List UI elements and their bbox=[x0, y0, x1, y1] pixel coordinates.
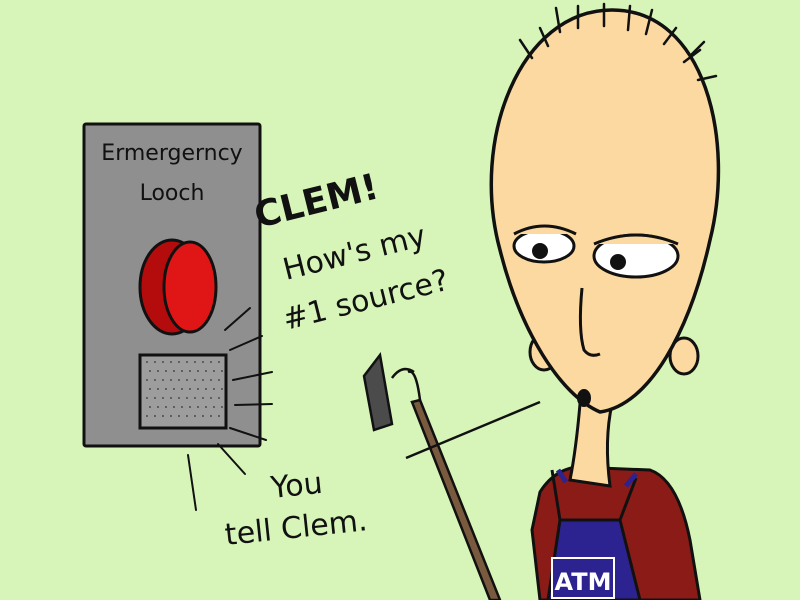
poker-blade bbox=[362, 351, 394, 432]
grille-dot bbox=[181, 406, 183, 408]
reply-line-1: You bbox=[268, 466, 324, 506]
grille-dot bbox=[210, 397, 212, 399]
nose bbox=[578, 287, 601, 357]
grille-dot bbox=[202, 361, 204, 363]
speaker-grille-icon bbox=[138, 353, 228, 430]
grille-dot bbox=[186, 379, 188, 381]
sound-wave-lines bbox=[187, 307, 273, 511]
grille-dot bbox=[178, 361, 180, 363]
grille-dot bbox=[189, 388, 191, 390]
apron-logo bbox=[551, 557, 615, 599]
grille-dot bbox=[189, 370, 191, 372]
grille-dot bbox=[165, 370, 167, 372]
grille-dot bbox=[149, 370, 151, 372]
grille-dot bbox=[146, 415, 148, 417]
grille-dot bbox=[197, 388, 199, 390]
mouth bbox=[577, 389, 591, 407]
grille-dot bbox=[210, 361, 212, 363]
grille-dot bbox=[194, 397, 196, 399]
grille-dot bbox=[154, 415, 156, 417]
grille-dot bbox=[165, 406, 167, 408]
grille-dot bbox=[181, 370, 183, 372]
speech-text: CLEM! How's my #1 source? bbox=[250, 166, 452, 337]
grille-dot bbox=[189, 406, 191, 408]
red-emergency-button[interactable] bbox=[138, 238, 218, 336]
panel-label-line1: Ermergerncy bbox=[101, 141, 242, 166]
grille-dot bbox=[205, 406, 207, 408]
grille-dot bbox=[146, 361, 148, 363]
grille-dot bbox=[194, 379, 196, 381]
grille-dot bbox=[157, 406, 159, 408]
grille-dot bbox=[146, 397, 148, 399]
grille-dot bbox=[149, 406, 151, 408]
left-eye bbox=[512, 224, 577, 264]
panel-label-line2: Looch bbox=[140, 181, 205, 206]
grille-dot bbox=[173, 370, 175, 372]
grille-dot bbox=[186, 361, 188, 363]
speech-line-1: CLEM! bbox=[250, 166, 382, 236]
trash-poker-stick bbox=[362, 351, 541, 600]
grille-dot bbox=[194, 361, 196, 363]
grille-dot bbox=[162, 361, 164, 363]
grille-dot bbox=[221, 388, 223, 390]
grille-dot bbox=[154, 397, 156, 399]
grille-dot bbox=[157, 388, 159, 390]
grille-dot bbox=[197, 370, 199, 372]
grille-dot bbox=[221, 406, 223, 408]
grille-dot bbox=[218, 361, 220, 363]
grille-dot bbox=[170, 379, 172, 381]
grille-dot bbox=[173, 406, 175, 408]
grille-dot bbox=[210, 379, 212, 381]
grille-dot bbox=[162, 415, 164, 417]
head bbox=[489, 8, 721, 414]
grille-dot bbox=[221, 370, 223, 372]
grille-dot bbox=[213, 406, 215, 408]
grille-dot bbox=[178, 379, 180, 381]
grille-dot bbox=[186, 397, 188, 399]
grille-dot bbox=[178, 397, 180, 399]
grille-dot bbox=[205, 388, 207, 390]
grille-dot bbox=[205, 370, 207, 372]
grille-dot bbox=[170, 415, 172, 417]
grille-dot bbox=[157, 370, 159, 372]
hair-stubble bbox=[518, 2, 718, 82]
grille-dot bbox=[210, 415, 212, 417]
grille-dot bbox=[173, 388, 175, 390]
grille-dot bbox=[178, 415, 180, 417]
grille-dot bbox=[218, 415, 220, 417]
grille-dot bbox=[170, 397, 172, 399]
grille-dot bbox=[154, 361, 156, 363]
grille-dot bbox=[181, 388, 183, 390]
grille-dot bbox=[165, 388, 167, 390]
grille-dot bbox=[218, 397, 220, 399]
right-eye bbox=[592, 233, 680, 279]
grille-dot bbox=[149, 388, 151, 390]
grille-dot bbox=[202, 397, 204, 399]
clem-character: ATM bbox=[489, 2, 721, 600]
grille-dot bbox=[162, 379, 164, 381]
grille-dot bbox=[186, 415, 188, 417]
grille-dot bbox=[213, 370, 215, 372]
grille-dot bbox=[170, 361, 172, 363]
grille-dot bbox=[202, 379, 204, 381]
grille-dot bbox=[218, 379, 220, 381]
grille-dot bbox=[213, 388, 215, 390]
apron-logo-text: ATM bbox=[555, 568, 612, 596]
grille-dot bbox=[162, 397, 164, 399]
grille-dot bbox=[202, 415, 204, 417]
grille-dot bbox=[146, 379, 148, 381]
reply-line-2: tell Clem. bbox=[223, 503, 369, 553]
grille-dot bbox=[154, 379, 156, 381]
grille-dot bbox=[197, 406, 199, 408]
reply-text: You tell Clem. bbox=[223, 466, 369, 553]
emergency-panel: Ermergerncy Looch bbox=[82, 122, 273, 511]
right-ear bbox=[668, 336, 700, 376]
grille-dot bbox=[194, 415, 196, 417]
